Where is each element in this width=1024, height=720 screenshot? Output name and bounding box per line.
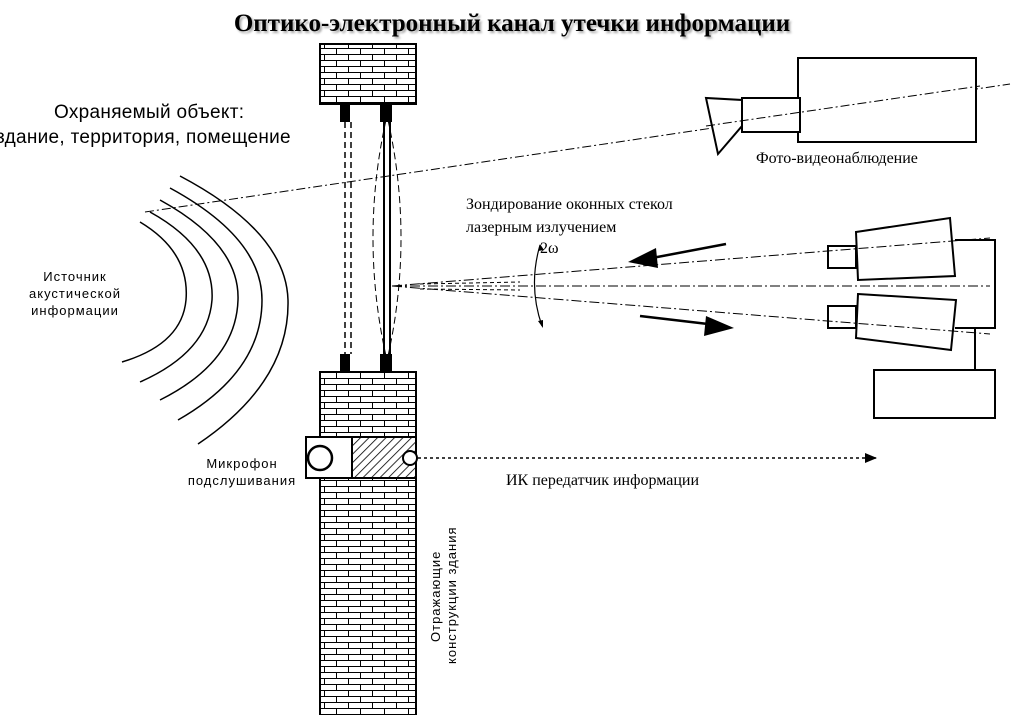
acoustic-label-line1: Источник <box>43 269 107 284</box>
acoustic-label-line3: информации <box>31 303 119 318</box>
recorder-box <box>873 369 996 419</box>
ir-device-block <box>351 436 418 479</box>
incoming-arrow <box>628 242 727 268</box>
window-frame <box>340 104 402 372</box>
acoustic-label-line2: акустической <box>29 286 121 301</box>
angle-label: 2ω <box>540 240 559 257</box>
reflecting-label-line1: Отражающие <box>428 550 443 642</box>
microphone-label-line2: подслушивания <box>187 473 297 488</box>
observation-line <box>144 83 1011 213</box>
outgoing-arrow <box>639 314 734 336</box>
wall-middle <box>319 371 417 438</box>
protected-object-label-line2: здание, территория, помещение <box>0 127 291 148</box>
laser-receiver-icon <box>827 292 958 352</box>
reflecting-structures-label: Отражающие конструкции здания <box>428 526 460 664</box>
diagram-title: Оптико-электронный канал утечки информац… <box>233 10 791 37</box>
microphone-icon <box>305 436 353 479</box>
probing-label-line1: Зондирование оконных стекол <box>466 196 673 213</box>
acoustic-source-label: Источник акустической информации <box>10 268 140 319</box>
microphone-label: Микрофон подслушивания <box>178 455 306 489</box>
wall-top <box>319 43 417 105</box>
reflecting-label-line2: конструкции здания <box>444 526 459 664</box>
ir-transmitter-label: ИК передатчик информации <box>506 472 700 489</box>
probing-label-line2: лазерным излучением <box>466 219 617 236</box>
protected-object-label-line1: Охраняемый объект: <box>54 102 245 123</box>
microphone-label-line1: Микрофон <box>206 456 278 471</box>
laser-beams <box>391 237 991 335</box>
wall-bottom <box>319 477 417 716</box>
camera-icon <box>704 57 981 157</box>
angle-arc <box>533 244 543 327</box>
photo-video-label: Фото-видеонаблюдение <box>756 150 918 167</box>
acoustic-waves <box>121 175 289 445</box>
laser-emitter-icon <box>827 216 957 282</box>
laser-housing <box>955 239 996 370</box>
